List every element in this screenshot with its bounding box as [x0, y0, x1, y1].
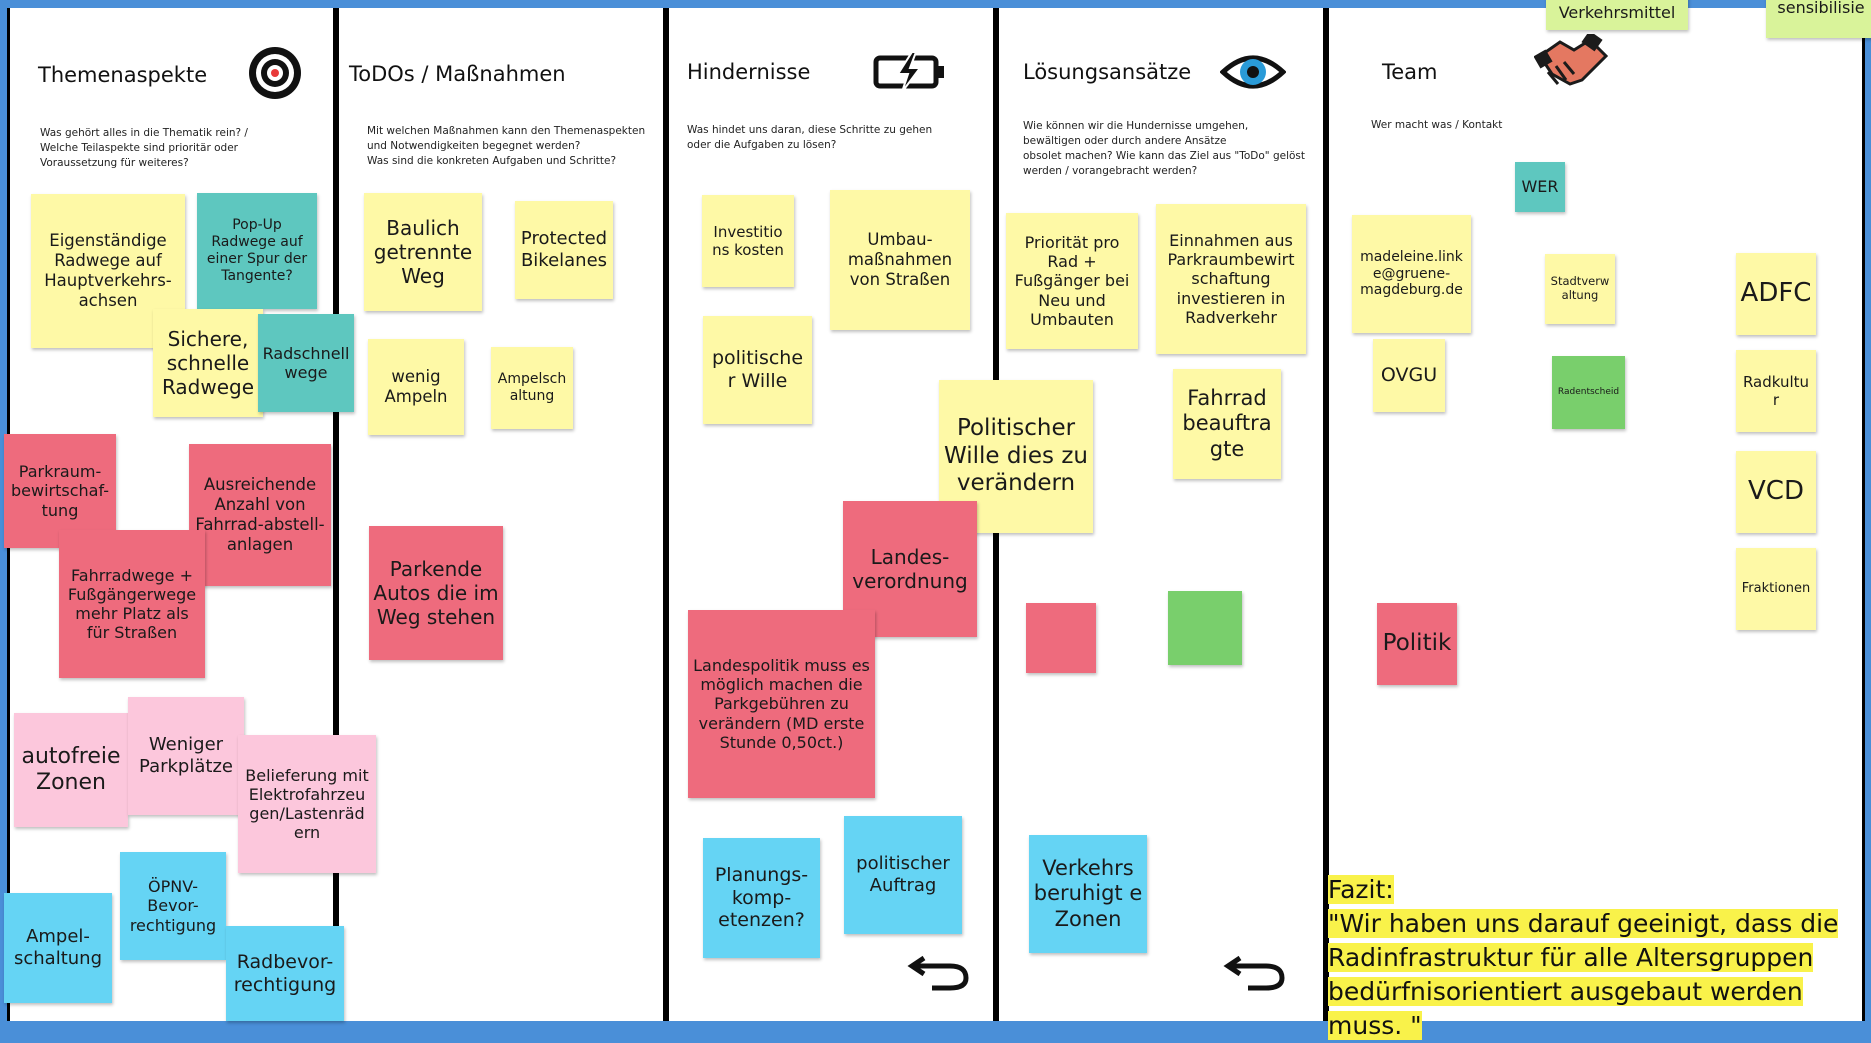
fazit-line: bedürfnisorientiert ausgebaut werden mus…	[1328, 977, 1803, 1040]
sticky-note[interactable]: WER	[1515, 162, 1565, 212]
sticky-note[interactable]: Radschnell wege	[258, 314, 354, 412]
sticky-note[interactable]	[1168, 591, 1242, 665]
sticky-note[interactable]: ÖPNV-Bevor-rechtigung	[120, 852, 226, 960]
sticky-note[interactable]: Protected Bikelanes	[515, 201, 613, 299]
sticky-note[interactable]: Sichere, schnelle Radwege	[153, 309, 263, 417]
sticky-note[interactable]: Belieferung mit Elektrofahrzeu gen/Laste…	[238, 735, 376, 873]
sticky-note[interactable]: Weniger Parkplätze	[128, 697, 244, 815]
sticky-note[interactable]: madeleine.link e@gruene-magdeburg.de	[1352, 215, 1471, 333]
sticky-note[interactable]: Ampel-schaltung	[4, 893, 112, 1003]
sticky-note[interactable]: Stadtverw altung	[1545, 254, 1615, 324]
sticky-note[interactable]: Baulich getrennte Weg	[364, 193, 482, 311]
sticky-note[interactable]: Investitio ns kosten	[702, 195, 794, 287]
fazit-line: Radinfrastruktur für alle Altersgruppen	[1328, 943, 1814, 972]
undo-arrow-icon	[1223, 955, 1285, 991]
eye-icon	[1220, 55, 1286, 89]
sticky-note[interactable]: Verkehrsmittel	[1546, 0, 1688, 30]
sticky-note[interactable]	[1026, 603, 1096, 673]
handshake-icon	[1534, 34, 1609, 86]
column-description: Mit welchen Maßnahmen kann den Themenasp…	[367, 125, 646, 167]
sticky-note[interactable]: wenig Ampeln	[368, 339, 464, 435]
whiteboard: Themenaspekte Was gehört alles in die Th…	[4, 0, 1871, 1040]
sticky-note[interactable]: autofreie Zonen	[14, 713, 128, 827]
sticky-note[interactable]: Fraktionen	[1736, 548, 1816, 630]
sticky-note[interactable]: politischer Auftrag	[844, 816, 962, 934]
sticky-note[interactable]: Ausreichende Anzahl von Fahrrad-abstell-…	[189, 444, 331, 586]
column-title: ToDOs / Maßnahmen	[349, 62, 566, 86]
column-description: Was hindet uns daran, diese Schritte zu …	[687, 124, 933, 151]
sticky-note[interactable]: Einnahmen aus Parkraumbewirt schaftung i…	[1156, 204, 1306, 354]
column-description: Was gehört alles in die Thematik rein? /…	[40, 127, 248, 169]
sticky-note[interactable]: Ampelsch altung	[491, 347, 573, 429]
sticky-note[interactable]: Radbevor-rechtigung	[226, 926, 344, 1021]
column-title: Hindernisse	[687, 60, 811, 84]
sticky-note[interactable]: ADFC	[1736, 253, 1816, 335]
sticky-note[interactable]: Fahrradwege + Fußgängerwege mehr Platz a…	[59, 530, 205, 678]
battery-charging-icon	[873, 51, 944, 93]
sticky-note[interactable]: Pop-Up Radwege auf einer Spur der Tangen…	[197, 193, 317, 309]
column-todos: ToDOs / Maßnahmen Mit welchen Maßnahmen …	[336, 8, 666, 1021]
column-title: Team	[1382, 60, 1438, 84]
sticky-note[interactable]: Planungs-komp-etenzen?	[703, 838, 820, 958]
fazit-label: Fazit:	[1328, 875, 1394, 904]
sticky-note[interactable]: Parkende Autos die im Weg stehen	[369, 526, 503, 660]
sticky-note[interactable]: politische r Wille	[703, 316, 812, 424]
sticky-note[interactable]: OVGU	[1373, 339, 1445, 412]
column-title: Lösungsansätze	[1023, 60, 1192, 84]
undo-arrow-icon	[907, 955, 969, 991]
target-icon	[249, 47, 301, 99]
column-description: Wer macht was / Kontakt	[1371, 119, 1503, 131]
sticky-note[interactable]: sensibilisie	[1766, 0, 1871, 38]
sticky-note[interactable]: Parkraum-bewirtschaf-tung	[4, 434, 116, 548]
column-description: Wie können wir die Hundernisse umgehen, …	[1023, 120, 1306, 177]
column-title: Themenaspekte	[38, 63, 208, 87]
sticky-note[interactable]: Radkultur	[1736, 350, 1816, 432]
sticky-note[interactable]: Priorität pro Rad + Fußgänger bei Neu un…	[1006, 213, 1138, 349]
sticky-note[interactable]: Landespolitik muss es möglich machen die…	[688, 610, 875, 798]
fazit-conclusion: Fazit: "Wir haben uns darauf geeinigt, d…	[1328, 873, 1871, 1043]
sticky-note[interactable]: Politik	[1377, 603, 1457, 685]
sticky-note[interactable]: Verkehrs beruhigt e Zonen	[1029, 835, 1147, 953]
sticky-note[interactable]: Fahrrad beauftra gte	[1173, 369, 1281, 479]
sticky-note[interactable]: Radentscheid	[1552, 356, 1625, 429]
sticky-note[interactable]: VCD	[1736, 451, 1816, 533]
fazit-line: "Wir haben uns darauf geeinigt, dass die	[1328, 909, 1839, 938]
sticky-note[interactable]: Umbau-maßnahmen von Straßen	[830, 190, 970, 330]
